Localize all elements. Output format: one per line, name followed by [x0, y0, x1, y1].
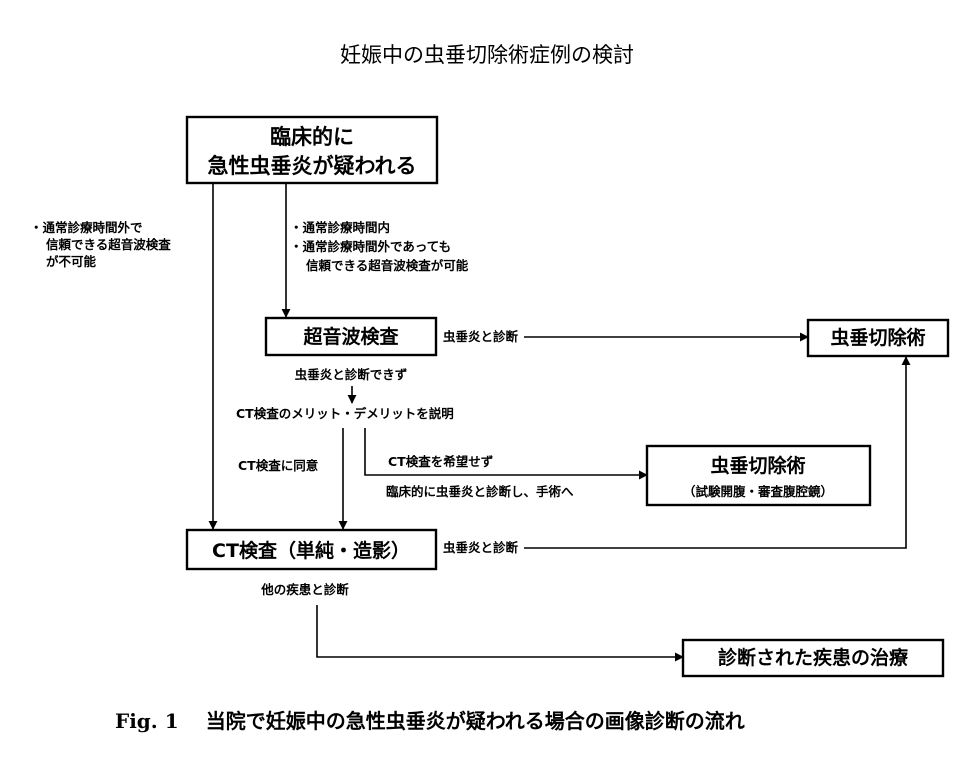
arrow-ct-to-treatment [316, 605, 684, 662]
ultrasound-box [264, 316, 438, 357]
appendectomy-box-label: 虫垂切除術 [830, 326, 925, 349]
ct-other-label: 他の疾患と診断 [260, 582, 349, 597]
exploratory-surgery-box [645, 444, 872, 507]
treatment-box-label: 診断された疾患の治療 [718, 646, 909, 669]
ct-box-label: CT検査（単純・造影） [212, 539, 410, 562]
figure-caption-text: 当院で妊娠中の急性虫垂炎が疑われる場合の画像診断の流れ [206, 709, 745, 733]
ct-box [185, 528, 438, 571]
center-path-label-line-3: 信頼できる超音波検査が可能 [306, 258, 469, 273]
refuse-ct-label: CT検査を希望せず [388, 454, 494, 469]
left-path-label-line-1: ・通常診療時間外で [30, 220, 143, 235]
start-box-line-1: 臨床的に [270, 125, 354, 149]
clinical-diagnosis-label: 臨床的に虫垂炎と診断し、手術へ [386, 484, 574, 499]
center-path-label-line-2: ・通常診療時間外であっても [290, 239, 451, 254]
left-path-label-line-3: が不可能 [46, 254, 97, 269]
exploratory-surgery-sub: （試験開腹・審査腹腔鏡） [683, 484, 833, 499]
agree-ct-label: CT検査に同意 [238, 458, 318, 473]
center-path-label-line-1: ・通常診療時間内 [290, 220, 390, 235]
us-negative-label: 虫垂炎と診断できず [295, 367, 408, 382]
figure-caption: Fig. 1 当院で妊娠中の急性虫垂炎が疑われる場合の画像診断の流れ [115, 709, 745, 733]
arrow-ct-to-surgery [524, 356, 911, 549]
exploratory-surgery-label: 虫垂切除術 [710, 454, 805, 477]
ct-positive-label: 虫垂炎と診断 [443, 540, 519, 555]
explain-ct-label: CT検査のメリット・デメリットを説明 [236, 406, 454, 421]
figure-number: Fig. 1 [115, 709, 179, 733]
start-box [185, 115, 439, 185]
start-box-line-2: 急性虫垂炎が疑われる [208, 154, 417, 178]
us-positive-label: 虫垂炎と診断 [443, 329, 519, 344]
appendectomy-box [806, 318, 950, 358]
treatment-box [681, 638, 945, 678]
arrow-refuse-to-exploratory [364, 428, 648, 480]
page-title: 妊娠中の虫垂切除術症例の検討 [340, 43, 634, 67]
left-path-label-line-2: 信頼できる超音波検査 [46, 237, 171, 252]
ultrasound-box-label: 超音波検査 [302, 325, 399, 348]
